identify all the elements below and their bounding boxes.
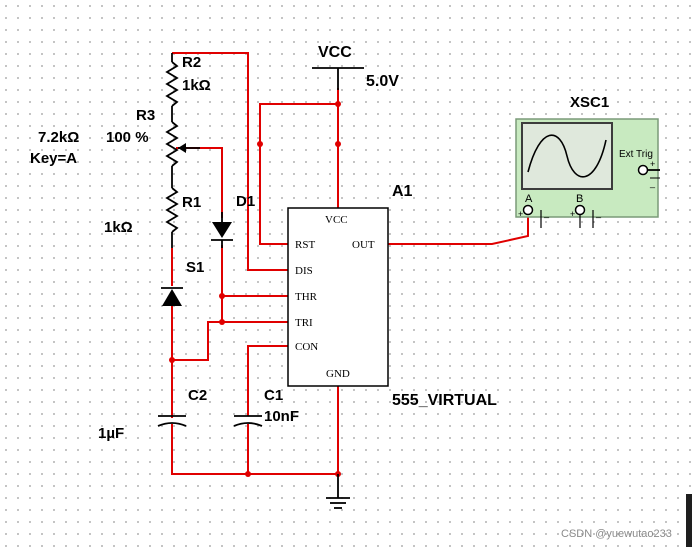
ic-model: 555_VIRTUAL [392,392,497,409]
junction-dot [335,141,341,147]
wire-vcc-rst [259,103,338,245]
diode-s1-symbol [162,289,182,306]
vcc-value: 5.0V [366,73,399,90]
r3-percent: 100 % [106,129,149,146]
pin-tri: TRI [295,317,313,329]
wire-out-scope [388,210,529,245]
diode-d1[interactable]: D1 [211,193,255,248]
potentiometer-r3[interactable]: R3 7.2kΩ 100 % Key=A [30,107,200,180]
ext-trig-minus: _ [649,178,656,188]
resistor-r1[interactable]: R1 1kΩ [104,180,201,248]
wire-ground-bus [171,386,339,475]
wire-tri-loop [172,321,222,361]
resistor-r2[interactable]: R2 1kΩ [165,53,211,122]
channel-a-label: A [525,193,533,205]
oscilloscope-xsc1[interactable]: XSC1 Ext Trig + _ A + _ B + _ [515,94,660,228]
timer-555-ic[interactable]: VCC RST OUT DIS THR TRI CON GND A1 555_V… [287,183,497,409]
junction-dot [245,471,251,477]
pin-gnd: GND [326,368,350,380]
ground-symbol [326,474,350,509]
pin-thr: THR [295,291,318,303]
channel-b-label: B [576,193,583,205]
pin-out: OUT [352,239,375,251]
diode-d1-symbol [212,222,232,238]
r2-name: R2 [182,54,201,71]
capacitor-c2[interactable]: C2 1µF [98,387,207,442]
window-edge-strip [686,494,692,547]
c2-name: C2 [188,387,207,404]
c2-value: 1µF [98,425,124,442]
ext-trig-terminal[interactable] [637,164,649,176]
vcc-source[interactable]: VCC 5.0V [312,44,399,90]
junction-dot [219,319,225,325]
r3-value: 7.2kΩ [38,129,79,146]
channel-a-terminal[interactable] [522,204,534,216]
ic-name: A1 [392,183,413,200]
pin-rst: RST [295,239,315,251]
junction-dot [219,293,225,299]
channel-b-terminal[interactable] [574,204,586,216]
wire-r2-top [172,52,288,271]
junction-dot [335,101,341,107]
capacitor-c1[interactable]: C1 10nF [233,387,299,427]
junctions [169,101,341,477]
r1-value: 1kΩ [104,219,133,236]
c1-value: 10nF [264,408,299,425]
junction-dot [257,141,263,147]
ext-trig-plus: + [650,159,655,169]
vcc-label: VCC [318,44,352,61]
channel-b-minus: _ [595,208,602,218]
junction-dot [169,357,175,363]
diode-s1[interactable]: S1 [161,259,204,306]
d1-name: D1 [236,193,255,210]
r1-name: R1 [182,194,201,211]
wire-con [247,345,288,416]
scope-name: XSC1 [570,94,609,111]
r3-key: Key=A [30,150,77,167]
channel-a-plus: + [518,209,523,219]
watermark: CSDN @yuewutao233 [561,528,672,540]
wiper-arrow-icon [178,143,186,153]
pin-con: CON [295,341,318,353]
pin-dis: DIS [295,265,313,277]
r3-name: R3 [136,107,155,124]
wires [171,52,529,475]
channel-a-minus: _ [543,208,550,218]
r2-value: 1kΩ [182,77,211,94]
sine-wave-icon [527,134,607,178]
c1-name: C1 [264,387,283,404]
channel-b-plus: + [570,209,575,219]
pin-vcc: VCC [325,214,348,226]
s1-name: S1 [186,259,204,276]
ext-trig-label: Ext Trig [619,149,653,160]
